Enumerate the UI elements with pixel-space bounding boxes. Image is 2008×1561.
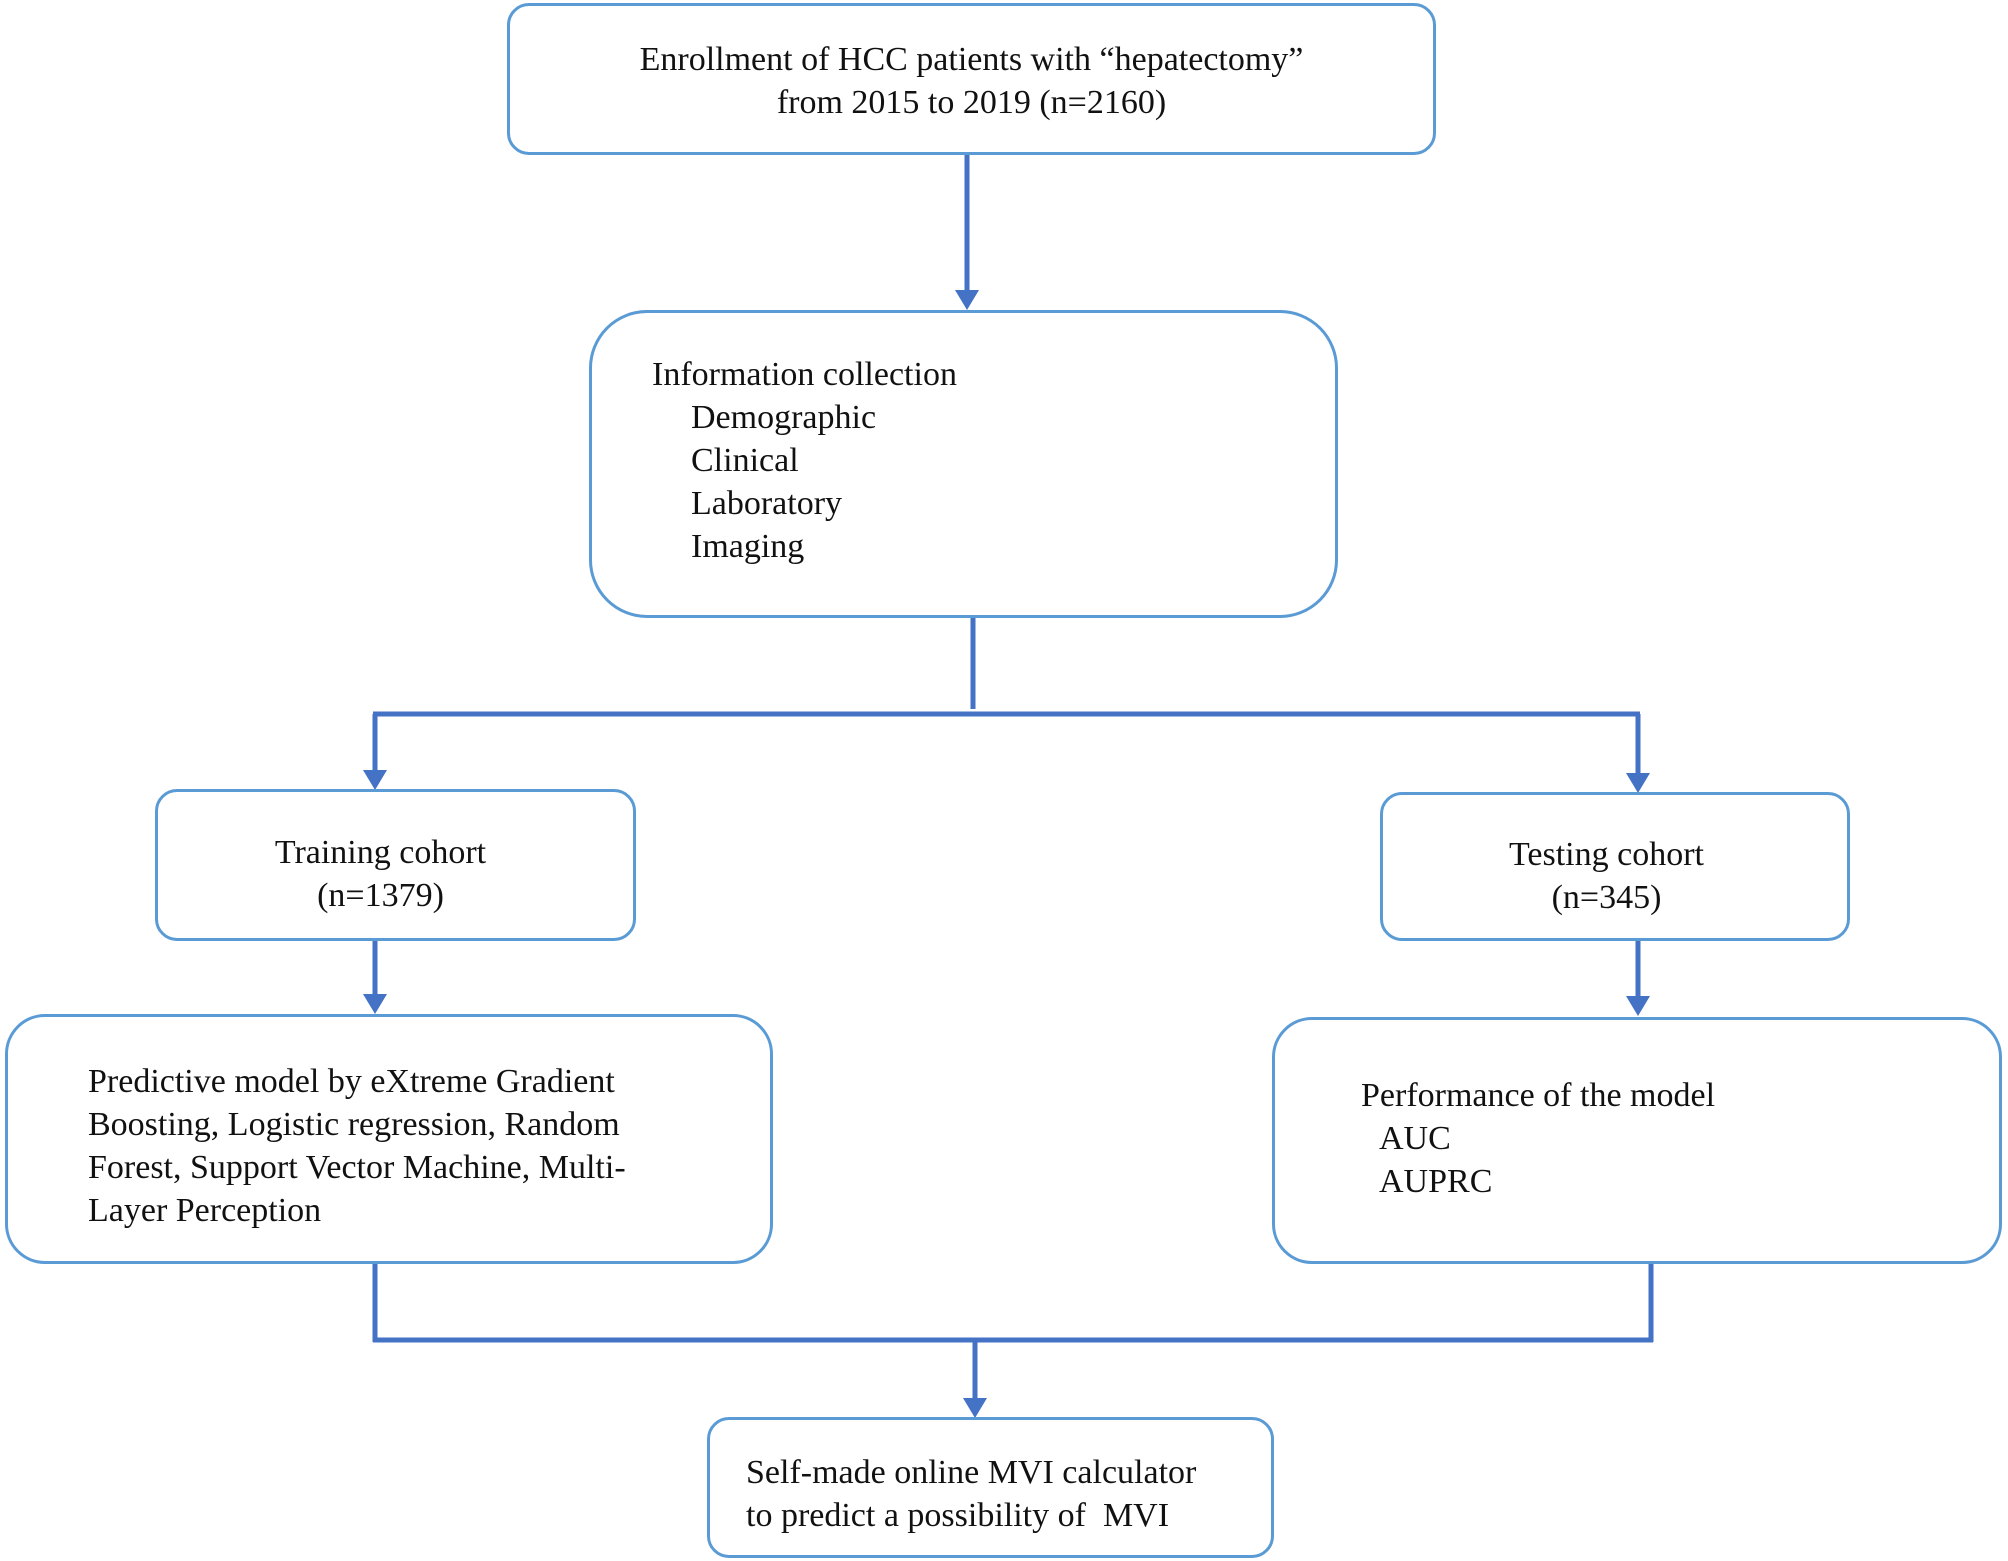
predictive-model-line-1: Predictive model by eXtreme Gradient [88, 1063, 615, 1100]
performance-heading: Performance of the model [1361, 1077, 1716, 1114]
training-cohort-count: (n=1379) [317, 877, 444, 914]
predictive-model-line-3: Forest, Support Vector Machine, Multi- [88, 1149, 626, 1186]
information-item-laboratory: Laboratory [691, 485, 843, 522]
arrowhead-information [955, 290, 979, 310]
predictive-model-line-4: Layer Perception [88, 1192, 322, 1229]
performance-item-auprc: AUPRC [1379, 1163, 1493, 1200]
arrowhead-training [363, 770, 387, 790]
information-item-demographic: Demographic [691, 399, 877, 436]
information-box [589, 310, 1338, 618]
training-cohort-box [155, 789, 636, 941]
testing-cohort-box [1380, 792, 1850, 941]
testing-cohort-label: Testing cohort [1509, 836, 1704, 873]
information-heading: Information collection [652, 356, 957, 393]
enrollment-line-1: Enrollment of HCC patients with “hepatec… [639, 41, 1304, 78]
performance-item-auc: AUC [1379, 1120, 1451, 1157]
arrowhead-testing [1626, 773, 1650, 793]
testing-cohort-count: (n=345) [1551, 879, 1662, 916]
predictive-model-line-2: Boosting, Logistic regression, Random [88, 1106, 620, 1143]
training-cohort-label: Training cohort [274, 834, 487, 871]
arrowhead-calculator [963, 1398, 987, 1418]
enrollment-box [507, 3, 1436, 155]
arrowhead-predictive [363, 994, 387, 1014]
enrollment-line-2: from 2015 to 2019 (n=2160) [776, 84, 1167, 121]
calculator-line-1: Self-made online MVI calculator [746, 1454, 1197, 1491]
information-item-clinical: Clinical [691, 442, 799, 479]
predictive-model-box [5, 1014, 773, 1264]
arrowhead-performance [1626, 996, 1650, 1016]
performance-box [1272, 1017, 2002, 1264]
information-item-imaging: Imaging [691, 528, 805, 565]
calculator-box [707, 1417, 1274, 1558]
calculator-line-2: to predict a possibility of MVI [746, 1497, 1170, 1534]
